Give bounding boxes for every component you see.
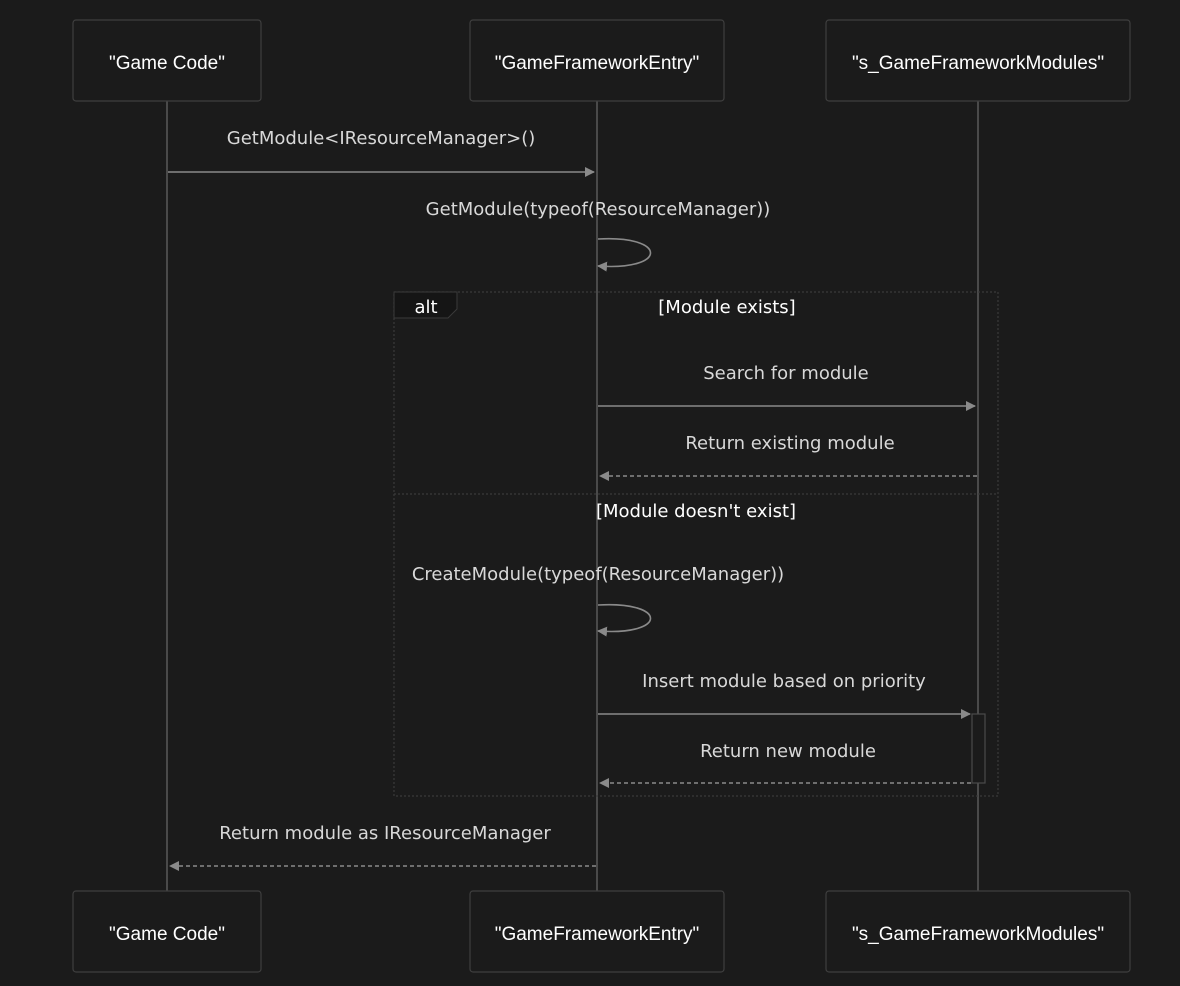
alt-frame-label: alt — [414, 297, 437, 318]
alt-frame: alt [Module exists] [Module doesn't exis… — [393, 291, 999, 797]
message-label: Search for module — [703, 363, 869, 384]
message-label: CreateModule(typeof(ResourceManager)) — [412, 564, 784, 585]
participant-label: "GameFrameworkEntry" — [495, 53, 700, 74]
message-get-module-typeof: GetModule(typeof(ResourceManager)) — [426, 199, 771, 272]
participant-s-game-framework-modules-bottom: "s_GameFrameworkModules" — [825, 890, 1131, 973]
participant-label: "Game Code" — [109, 924, 225, 945]
participant-label: "s_GameFrameworkModules" — [852, 53, 1104, 74]
message-return-new-module: Return new module — [599, 741, 971, 788]
participant-label: "Game Code" — [109, 53, 225, 74]
alt-guard-module-exists: [Module exists] — [658, 297, 795, 318]
message-return-module-as-interface: Return module as IResourceManager — [169, 823, 596, 871]
message-label: Insert module based on priority — [642, 671, 926, 692]
participant-label: "s_GameFrameworkModules" — [852, 924, 1104, 945]
message-label: GetModule(typeof(ResourceManager)) — [426, 199, 771, 220]
message-label: GetModule<IResourceManager>() — [227, 128, 536, 149]
participant-game-code-bottom: "Game Code" — [72, 890, 262, 973]
message-label: Return module as IResourceManager — [219, 823, 551, 844]
alt-guard-module-doesnt-exist: [Module doesn't exist] — [596, 501, 796, 522]
message-create-module: CreateModule(typeof(ResourceManager)) — [412, 564, 784, 637]
participant-label: "GameFrameworkEntry" — [495, 924, 700, 945]
message-insert-module: Insert module based on priority — [598, 671, 971, 719]
message-search-for-module: Search for module — [598, 363, 976, 411]
message-return-existing-module: Return existing module — [599, 433, 977, 481]
participant-s-game-framework-modules-top: "s_GameFrameworkModules" — [825, 19, 1131, 102]
message-label: Return new module — [700, 741, 876, 762]
message-get-module-generic: GetModule<IResourceManager>() — [168, 128, 595, 177]
activation-bar — [971, 713, 986, 784]
participant-game-code-top: "Game Code" — [72, 19, 262, 102]
participant-game-framework-entry-top: "GameFrameworkEntry" — [469, 19, 725, 102]
participant-game-framework-entry-bottom: "GameFrameworkEntry" — [469, 890, 725, 973]
message-label: Return existing module — [685, 433, 894, 454]
